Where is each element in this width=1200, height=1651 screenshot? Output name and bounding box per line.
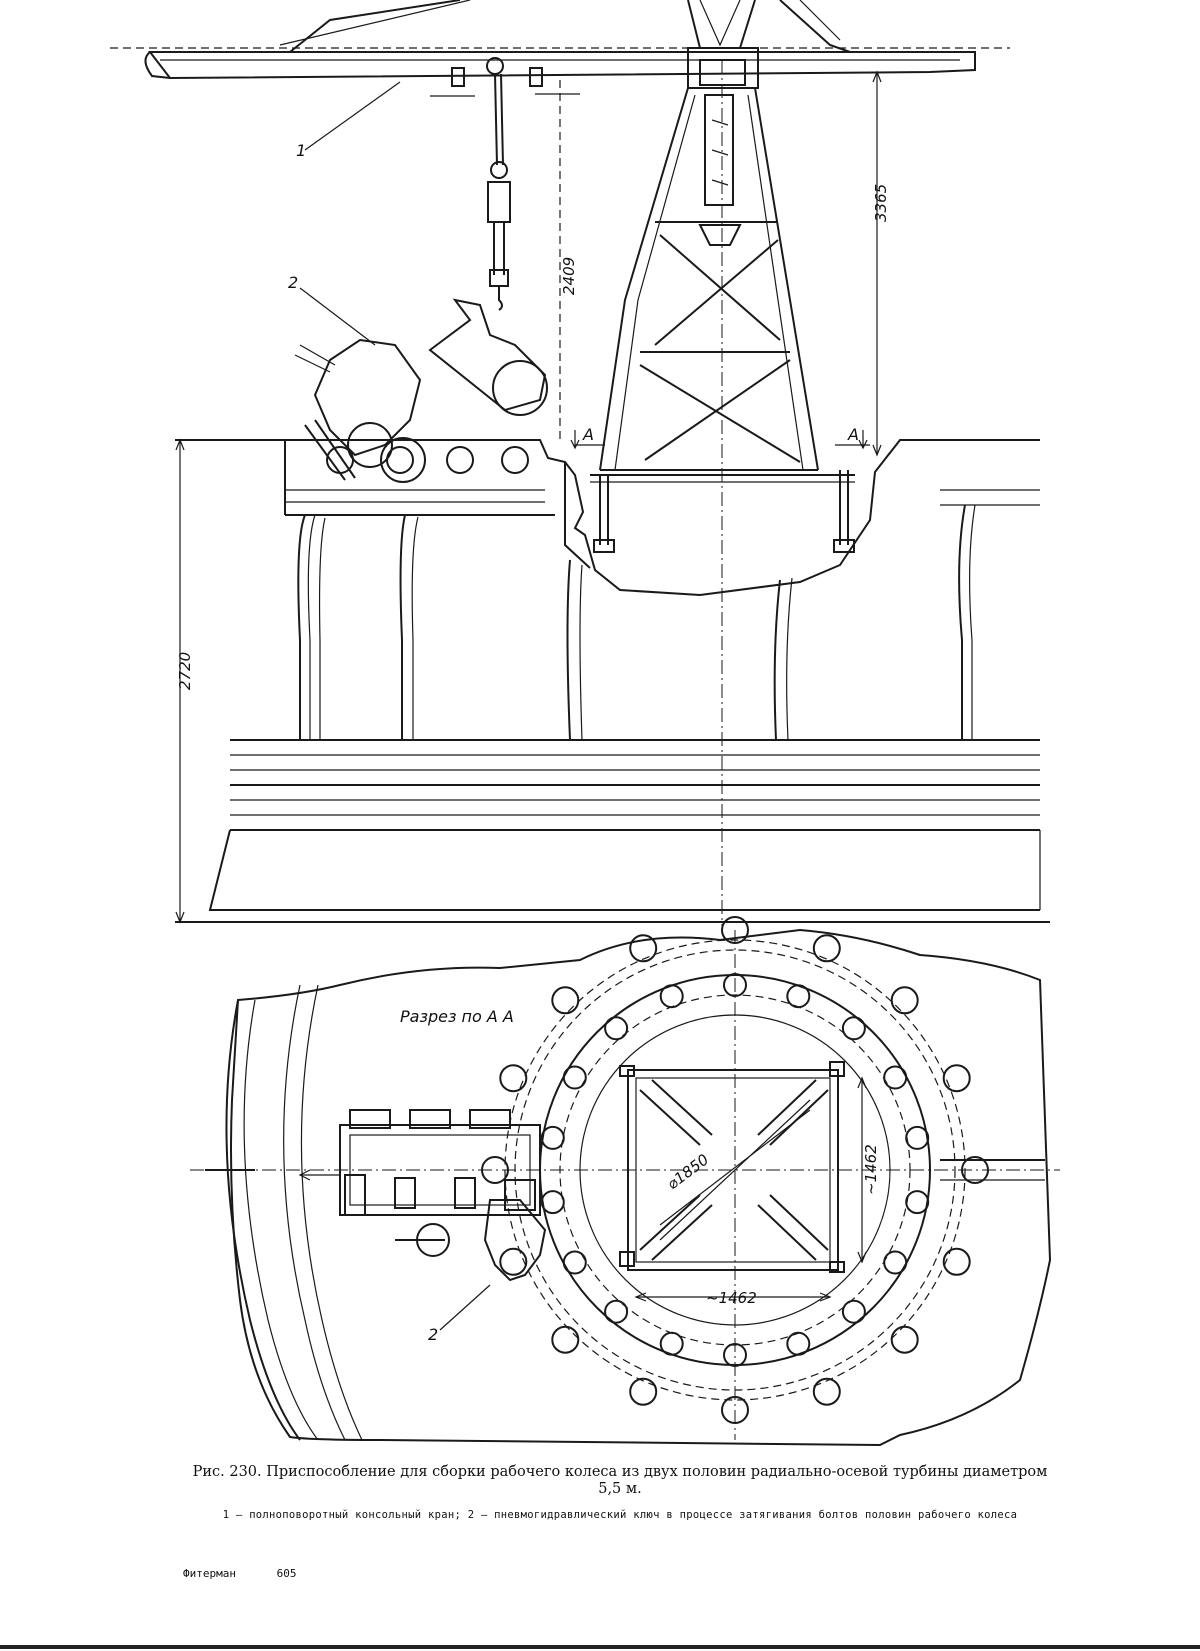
bolt-hole	[883, 1250, 908, 1275]
pneumatic-wrench-plan	[298, 1109, 547, 1282]
lattice-tower	[599, 87, 819, 471]
dimension-2409: 2409	[560, 257, 578, 295]
bolt-hole	[659, 1331, 684, 1356]
footer-page-code: 605	[276, 1567, 297, 1580]
section-mark-right: A	[847, 425, 859, 444]
runner-lower-section	[175, 504, 1050, 923]
elevation-callouts: 1 2	[288, 81, 401, 346]
bolt-hole	[841, 1016, 866, 1041]
section-title: Разрез по А А	[400, 1007, 514, 1026]
dimension-frame-width-1462: ~1462	[706, 1289, 757, 1307]
page-footer: Фитерман 605	[183, 1567, 330, 1580]
bolt-hole	[890, 986, 919, 1015]
dimension-2720: 2720	[176, 652, 194, 690]
dimension-diameter-1850: ⌀1850	[664, 1150, 713, 1193]
bolt-hole	[604, 1016, 629, 1041]
bolt-hole	[540, 1125, 565, 1150]
bolt-hole	[905, 1190, 930, 1215]
bolt-hole	[629, 1377, 658, 1406]
bolt-hole	[786, 984, 811, 1009]
bolt-hole	[812, 1377, 841, 1406]
bolt-hole	[499, 1064, 528, 1093]
section-break-outline	[230, 928, 1052, 1447]
figure-caption: Рис. 230. Приспособление для сборки рабо…	[180, 1464, 1060, 1498]
elevation-dimensions: 2720 3365 2409 A A	[175, 70, 890, 924]
bolt-hole	[659, 984, 684, 1009]
bolt-hole	[551, 986, 580, 1015]
caption-title: Рис. 230. Приспособление для сборки рабо…	[192, 1464, 1048, 1497]
bolt-hole	[540, 1190, 565, 1215]
crane-jib	[110, 0, 1010, 97]
bolt-hole	[562, 1250, 587, 1275]
bolt-hole	[883, 1065, 908, 1090]
bolt-hole	[942, 1247, 971, 1276]
bolt-hole	[604, 1299, 629, 1324]
bolt-hole	[890, 1325, 919, 1354]
dimension-3365: 3365	[872, 184, 890, 222]
bolt-hole	[499, 1247, 528, 1276]
callout-wrench-2-top: 2	[288, 273, 298, 292]
runner-body	[175, 439, 1040, 597]
bolt-hole	[562, 1065, 587, 1090]
elevation-view: 2720 3365 2409 A A 1 2	[110, 0, 1050, 930]
plan-section-aa: ⌀1850 ~1462 ~1462 Разрез по А А 2	[190, 916, 1060, 1447]
hook-assembly	[487, 73, 511, 311]
section-mark-left: A	[582, 425, 594, 444]
figure-legend: 1 — полноповоротный консольный кран; 2 —…	[222, 1509, 1018, 1521]
scan-edge-rule	[0, 1645, 1200, 1649]
bolt-hole	[841, 1299, 866, 1324]
bolt-hole	[942, 1064, 971, 1093]
bolt-hole	[786, 1331, 811, 1356]
square-frame	[619, 1061, 845, 1273]
bolt-hole	[905, 1125, 930, 1150]
bolt-hole	[629, 934, 658, 963]
callout-wrench-2-plan: 2	[428, 1325, 438, 1344]
plan-dimensions: ⌀1850 ~1462 ~1462 Разрез по А А 2	[400, 1007, 880, 1344]
callout-crane-1: 1	[296, 141, 306, 160]
footer-author: Фитерман	[183, 1567, 236, 1580]
dimension-frame-side-1462: ~1462	[862, 1144, 880, 1195]
bolt-hole	[812, 934, 841, 963]
bolt-hole	[551, 1325, 580, 1354]
pneumatic-wrench-elevation	[294, 298, 548, 483]
